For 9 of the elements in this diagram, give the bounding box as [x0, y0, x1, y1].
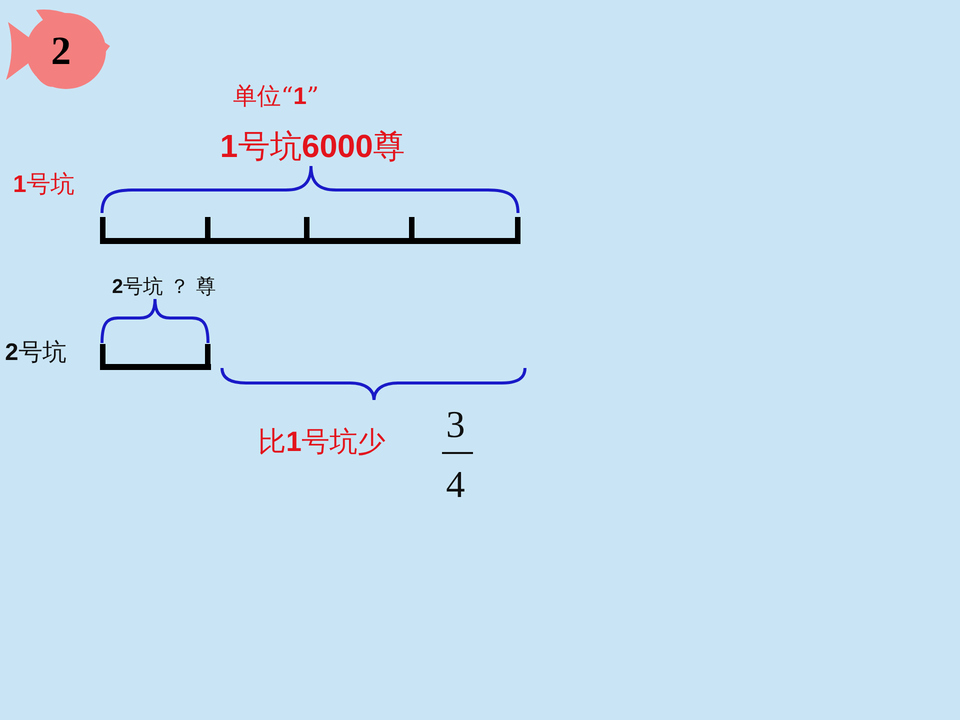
question-label: 2号坑 ？ 尊 — [112, 276, 216, 297]
fraction-numerator: 3 — [446, 406, 465, 444]
comparison-label: 比1号坑少 — [258, 428, 386, 456]
total-label: 1号坑6000尊 — [220, 130, 405, 162]
unit-label: 单位“1” — [233, 84, 319, 109]
badge-number: 2 — [51, 31, 71, 71]
fraction-denominator: 4 — [446, 466, 465, 504]
row-label: 2号坑 — [5, 340, 66, 365]
row-label: 1号坑 — [13, 172, 74, 197]
